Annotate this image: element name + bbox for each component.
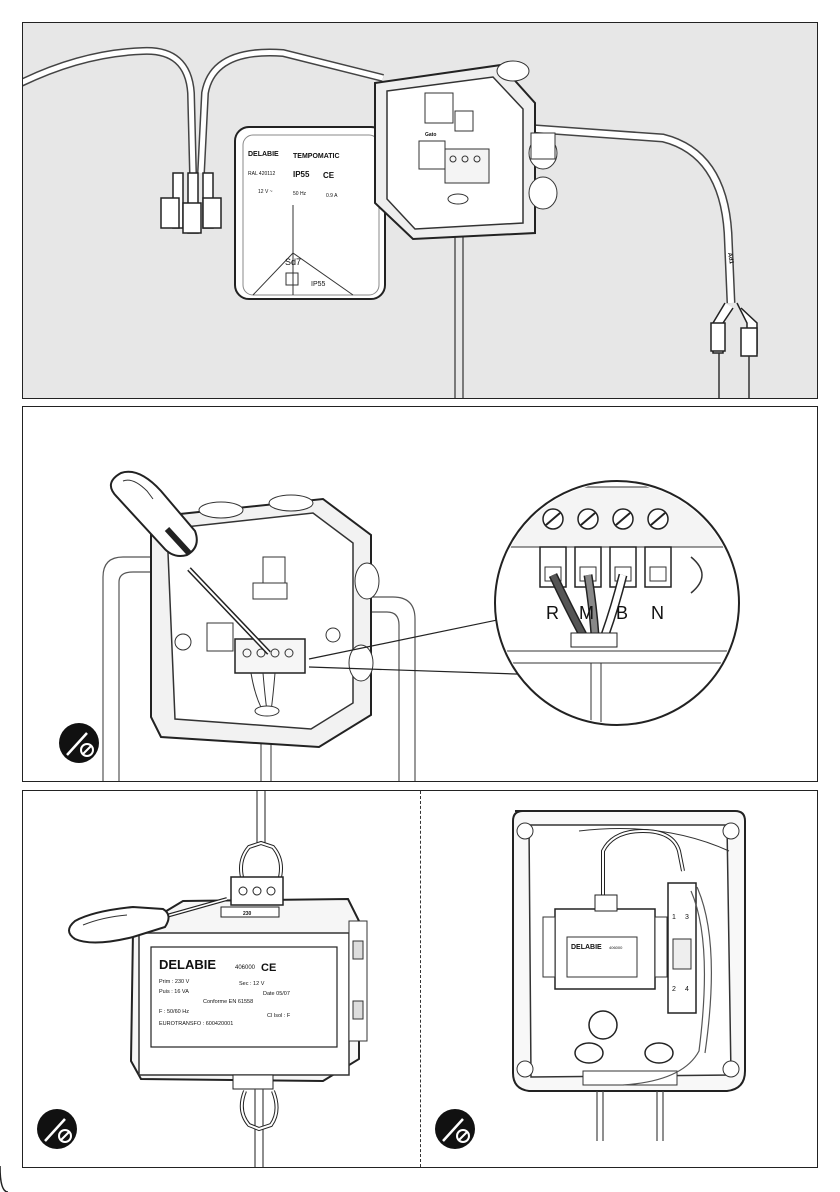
zoom-circle: R M B N	[495, 481, 743, 727]
sensor-ce: CE	[323, 171, 335, 180]
terminal-label-b: B	[616, 603, 628, 623]
screwdriver-icon	[435, 1109, 475, 1149]
enclosure-label-ref: 406000	[609, 945, 623, 950]
sensor-sd7: Sd7	[285, 257, 301, 267]
enclosure-terminal-2: 2	[672, 986, 676, 993]
sensor-model: TEMPOMATIC	[293, 153, 340, 160]
sensor-ref: RAL 420112	[248, 171, 275, 177]
transformer-plug-label: 230	[243, 911, 252, 917]
screwdriver-icon	[59, 723, 99, 763]
connector-left	[161, 173, 221, 233]
panel-1-sensor-connection: DELABIE TEMPOMATIC RAL 420112 IP55 CE 12…	[22, 22, 818, 399]
enclosure	[513, 811, 745, 1141]
transformer-puis: Puis : 16 VA	[159, 989, 189, 995]
panel-2-drawing: R M B N	[23, 407, 818, 782]
terminal-label-r: R	[546, 603, 559, 623]
transformer-ce: CE	[261, 962, 276, 974]
enclosure-terminal-4: 4	[685, 986, 689, 993]
transformer-conforme: Conforme EN 61558	[203, 999, 253, 1005]
sensor-current: 0.9 A	[326, 193, 338, 199]
panel-3-transformer: DELABIE 406000 CE Prim : 230 V Sec : 12 …	[22, 790, 818, 1168]
transformer-euro: EUROTRANSFO : 600420001	[159, 1021, 233, 1027]
page-corner-mark	[0, 1166, 8, 1192]
sensor-brand: DELABIE	[248, 151, 279, 158]
panel-1-drawing: DELABIE TEMPOMATIC RAL 420112 IP55 CE 12…	[23, 23, 818, 399]
enclosure-terminal-3: 3	[685, 914, 689, 921]
sensor-ip-label: IP55	[311, 281, 326, 288]
terminal-label-m: M	[579, 603, 594, 623]
junction-box	[375, 61, 557, 239]
transformer-ref: 406000	[235, 965, 256, 971]
sensor-voltage: 12 V ~	[258, 189, 273, 195]
junction-label: Gato	[425, 132, 436, 138]
panel-2-terminal-wiring: R M B N	[22, 406, 818, 782]
transformer-freq: F : 50/60 Hz	[159, 1009, 189, 1015]
panel-3-drawing: DELABIE 406000 CE Prim : 230 V Sec : 12 …	[23, 791, 818, 1168]
transformer-date: Date 05/07	[263, 991, 290, 997]
transformer-prim: Prim : 230 V	[159, 979, 190, 985]
connector-right	[711, 303, 757, 399]
screwdriver-icon	[37, 1109, 77, 1149]
terminal-label-n: N	[651, 603, 664, 623]
sensor-rating: IP55	[293, 170, 310, 179]
transformer-sec: Sec : 12 V	[239, 981, 265, 987]
enclosure-label-brand: DELABIE	[571, 944, 602, 951]
transformer-brand: DELABIE	[159, 957, 216, 972]
sensor-freq: 50 Hz	[293, 191, 307, 197]
transformer-cl: Cl Isol : F	[267, 1013, 291, 1019]
enclosure-terminal-1: 1	[672, 914, 676, 921]
